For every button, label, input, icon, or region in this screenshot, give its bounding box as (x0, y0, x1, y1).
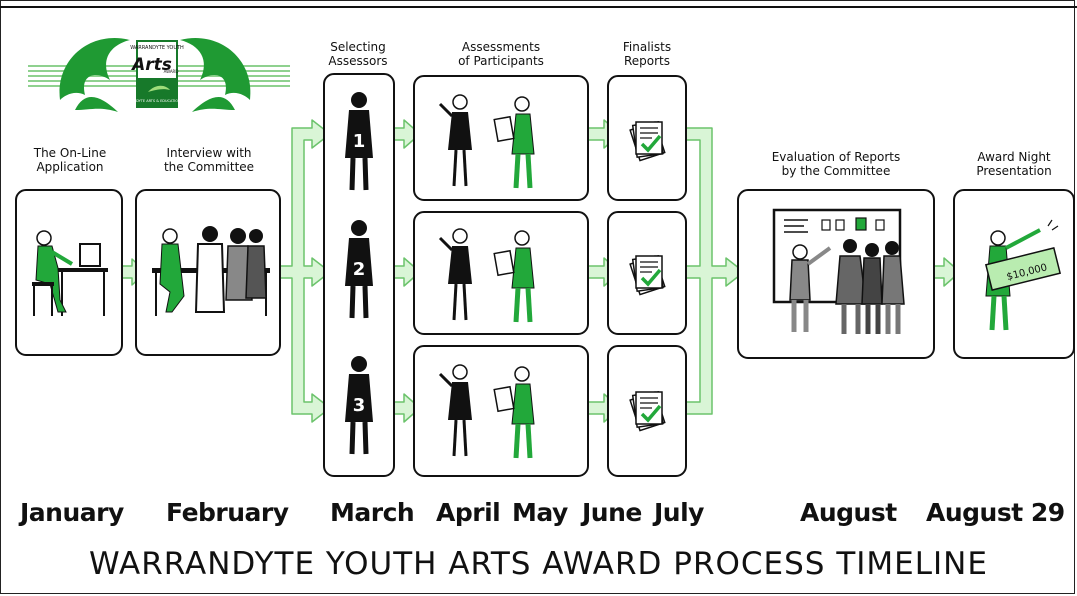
assessor-number-1: 1 (353, 131, 366, 152)
month-june: June (582, 498, 642, 527)
report-documents-icon-1 (628, 120, 667, 163)
assessor-figure-1: 1 (345, 92, 373, 190)
assessor-number-2: 2 (353, 259, 366, 280)
report-documents-icon-3 (628, 390, 667, 433)
interview-group-illustration (152, 226, 270, 316)
top-border-line (0, 6, 1077, 8)
logo-side-text: AWARD (164, 69, 179, 74)
assessor-number-3: 3 (353, 395, 366, 416)
applicant-at-computer-illustration (32, 230, 108, 316)
stage-label-assessments: Assessments of Participants (458, 40, 544, 68)
month-january: January (20, 498, 124, 527)
committee-evaluation-illustration (772, 208, 905, 334)
stage-label-award-night: Award Night Presentation (976, 150, 1052, 178)
month-may: May (512, 498, 568, 527)
logo-bottom-text: WARRANDYTE ARTS & EDUCATION TRUST (121, 99, 194, 103)
award-winner-illustration: $10,000 (984, 219, 1062, 331)
logo-main-text: Arts (130, 55, 172, 75)
month-july: July (654, 498, 704, 527)
month-april: April (436, 498, 501, 527)
logo-top-text: WARRANDYTE YOUTH (130, 45, 184, 51)
stage-box-application (15, 189, 123, 356)
stage-label-application: The On-Line Application (33, 146, 107, 174)
award-cheque (984, 247, 1062, 291)
stage-label-selecting-assessors: Selecting Assessors (328, 40, 388, 68)
month-august: August (800, 498, 897, 527)
timeline-title: WARRANDYTE YOUTH ARTS AWARD PROCESS TIME… (89, 546, 988, 582)
stage-label-finalists-reports: Finalists Reports (622, 40, 672, 68)
assessor-figure-3: 3 (345, 356, 373, 454)
stage-label-evaluation: Evaluation of Reports by the Committee (771, 150, 901, 178)
month-february: February (166, 498, 289, 527)
month-august-29: August 29 (926, 498, 1065, 527)
report-documents-icon-2 (628, 254, 667, 297)
month-march: March (330, 498, 415, 527)
stage-label-interview: Interview with the Committee (163, 146, 255, 174)
logo: WARRANDYTE YOUTH Arts AWARD WARRANDYTE A… (28, 38, 290, 112)
assessor-figure-2: 2 (345, 220, 373, 318)
